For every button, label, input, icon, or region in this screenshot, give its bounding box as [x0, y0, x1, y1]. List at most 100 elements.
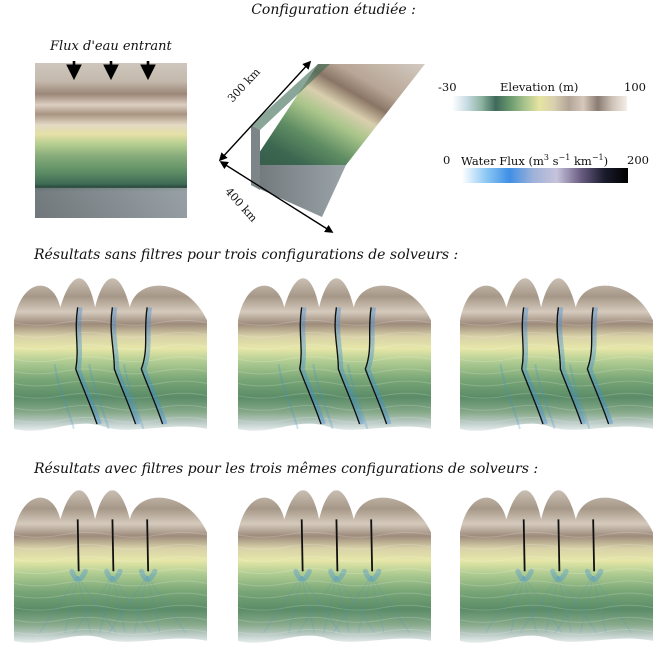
water-flow: [312, 363, 334, 430]
elevation-max-label: 100: [624, 80, 646, 94]
river-channel: [370, 519, 374, 572]
water-spread: [262, 575, 303, 634]
water-flow: [569, 363, 591, 430]
contour-line: [237, 332, 432, 338]
water-spread: [335, 575, 376, 634]
river-channel: [521, 307, 544, 425]
unfiltered-result-panel: [459, 278, 654, 431]
river-channel: [522, 519, 526, 572]
water-spread: [370, 575, 410, 634]
water-flow: [499, 363, 521, 430]
contour-line: [13, 531, 208, 538]
water-flow: [88, 363, 110, 430]
water-spread: [484, 575, 525, 634]
contour-line: [237, 580, 432, 587]
river-channel: [556, 307, 583, 425]
contour-line: [13, 580, 208, 587]
water-spread: [77, 575, 117, 634]
water-spread: [38, 575, 79, 634]
water-spread: [111, 575, 152, 634]
river-channel: [75, 307, 98, 425]
contour-line: [237, 629, 432, 635]
water-flow: [366, 307, 392, 425]
river-channel: [76, 519, 80, 572]
river-channel: [334, 307, 361, 425]
water-fan: [584, 568, 604, 582]
water-spread: [77, 575, 92, 633]
water-fan: [293, 568, 312, 582]
inflow-arrows: [66, 61, 156, 81]
water-spread: [523, 575, 563, 634]
filtered-result-panel: [13, 490, 208, 643]
terrain-surface: [460, 278, 653, 431]
water-spread: [323, 575, 338, 633]
contour-line: [13, 319, 208, 326]
water-fan: [328, 568, 347, 582]
contour-line: [13, 417, 208, 423]
water-flow: [300, 307, 326, 425]
water-spread: [357, 575, 372, 633]
contour-line: [459, 580, 654, 587]
contour-line: [459, 356, 654, 363]
unfiltered-result-panel: [237, 278, 432, 431]
elevation-colorbar: [452, 96, 627, 111]
river-channel: [299, 307, 322, 425]
contour-line: [459, 392, 654, 399]
contour-line: [237, 604, 432, 611]
unfiltered-result-panel: [13, 278, 208, 431]
water-spread: [301, 575, 341, 634]
river-channel: [592, 519, 596, 572]
terrain-surface: [14, 278, 207, 431]
flat-domain-block: [35, 61, 187, 218]
water-flow: [277, 363, 299, 430]
water-flow: [111, 307, 141, 425]
contour-line: [459, 417, 654, 423]
contour-line: [459, 332, 654, 338]
contour-line: [237, 544, 432, 550]
water-flow: [557, 307, 587, 425]
water-flow: [335, 307, 365, 425]
water-spread: [335, 575, 350, 633]
water-fan: [138, 568, 158, 582]
contour-line: [13, 356, 208, 363]
water-spread: [557, 575, 572, 633]
river-channel: [110, 307, 137, 425]
river-channel: [335, 519, 339, 572]
contour-line: [237, 616, 432, 623]
results-filter-row: [13, 490, 654, 643]
filtered-result-panel: [459, 490, 654, 643]
contour-line: [237, 404, 432, 411]
contour-line: [459, 568, 654, 575]
contour-line: [13, 616, 208, 623]
contour-line: [237, 592, 432, 599]
contour-line: [13, 592, 208, 599]
water-spread: [579, 575, 594, 633]
terrain-surface: [238, 490, 431, 643]
water-spread: [301, 575, 316, 633]
water-flow: [76, 307, 102, 425]
dimension-width-arrow: [219, 161, 334, 233]
contour-line: [13, 604, 208, 611]
water-flux-max-label: 200: [627, 153, 649, 167]
terrain-surface: [14, 490, 207, 643]
water-spread: [519, 575, 559, 634]
water-spread: [64, 575, 79, 633]
terrain-surface: [460, 490, 653, 643]
water-spread: [146, 575, 161, 633]
contour-line: [459, 368, 654, 375]
water-spread: [297, 575, 337, 634]
contour-line: [459, 531, 654, 538]
contour-line: [13, 332, 208, 338]
contour-line: [13, 544, 208, 550]
water-flow: [347, 363, 369, 430]
elevation-min-label: -30: [438, 80, 457, 94]
water-fan: [104, 568, 123, 582]
contour-line: [13, 556, 208, 563]
inflow-label: Flux d'eau entrant: [50, 39, 172, 54]
water-flux-label: Water Flux (m3 s−1 km−1): [461, 153, 609, 168]
river-channel: [364, 307, 388, 425]
perspective-top-surface: [251, 64, 425, 165]
water-spread: [73, 575, 113, 634]
water-flux-colorbar: [462, 168, 628, 183]
